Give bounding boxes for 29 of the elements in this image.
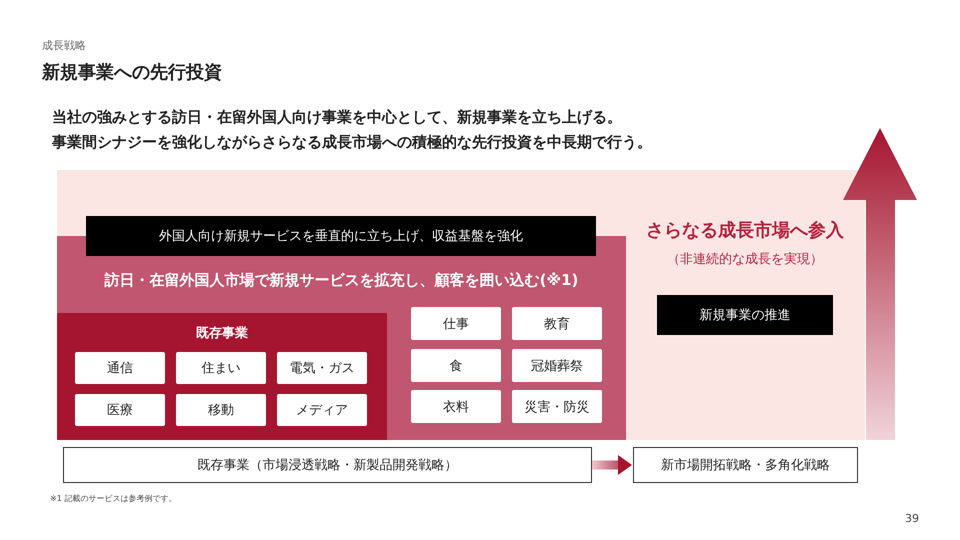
section-heading: 既存事業 <box>195 325 249 342</box>
page-number: 39 <box>905 512 919 525</box>
service-tile: 医療 <box>75 394 165 426</box>
footnote: ※1 記載のサービスは参考例です。 <box>50 493 176 504</box>
service-tile: 教育 <box>512 307 602 340</box>
service-tile: 仕事 <box>411 307 501 340</box>
service-tile: 食 <box>411 349 501 382</box>
service-tile: メディア <box>277 394 367 426</box>
body-text: 事業間シナジーを強化しながらさらなる成長市場への積極的な先行投資を中長期で行う。 <box>52 133 652 152</box>
service-tile: 住まい <box>176 352 266 384</box>
heading-text: さらなる成長市場へ参入 <box>645 219 845 242</box>
section-heading: 訪日・在留外国人市場で新規サービスを拡充し、顧客を囲い込む(※1) <box>103 271 580 290</box>
service-tile: 衣料 <box>411 390 501 423</box>
service-tile: 冠婚葬祭 <box>512 349 602 382</box>
body-text: 当社の強みとする訪日・在留外国人向け事業を中心として、新規事業を立ち上げる。 <box>52 108 622 127</box>
page-title: 新規事業への先行投資 <box>42 61 222 84</box>
service-tile: 移動 <box>176 394 266 426</box>
service-tile: 通信 <box>75 352 165 384</box>
background-panel <box>57 170 865 440</box>
service-tile: 災害・防災 <box>512 390 602 423</box>
service-tile: 電気・ガス <box>277 352 367 384</box>
strategy-box: 新市場開拓戦略・多角化戦略 <box>633 447 858 483</box>
banner: 新規事業の推進 <box>657 295 833 335</box>
subheading-text: （非連続的な成長を実現） <box>666 251 824 268</box>
section-eyebrow: 成長戦略 <box>42 38 86 53</box>
strategy-box: 既存事業（市場浸透戦略・新製品開発戦略） <box>63 447 592 483</box>
arrow <box>592 455 632 475</box>
existing-business-panel <box>57 313 387 440</box>
banner: 外国人向け新規サービスを垂直的に立ち上げ、収益基盤を強化 <box>86 216 596 256</box>
